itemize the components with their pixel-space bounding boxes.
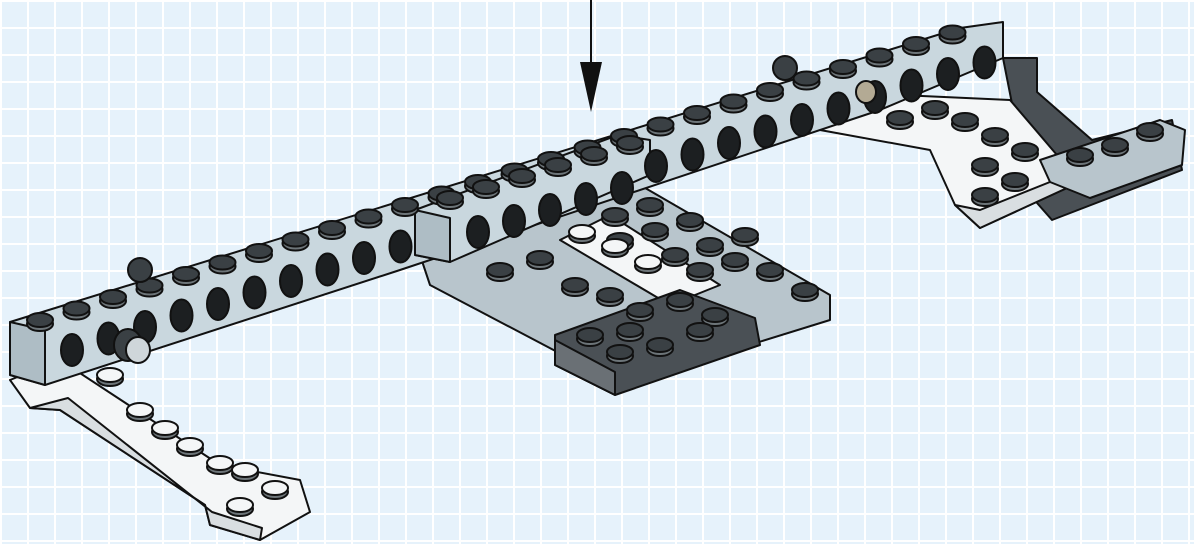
stud-top (662, 248, 688, 262)
stud-top (127, 403, 153, 417)
stud-top (473, 180, 499, 194)
stud-top (1002, 173, 1028, 187)
beam-hole (353, 242, 375, 274)
stud-top (1067, 148, 1093, 162)
stud-top (246, 244, 272, 258)
stud-top (972, 158, 998, 172)
stud-top (97, 368, 123, 382)
stud-top (684, 106, 710, 120)
stud-top (667, 293, 693, 307)
beam-hole (974, 47, 996, 79)
stud-top (319, 221, 345, 235)
stud-top (642, 223, 668, 237)
beam-hole (244, 277, 266, 309)
stud-top (721, 95, 747, 109)
stud-top (64, 302, 90, 316)
axle-pin (856, 81, 876, 103)
stud-top (487, 263, 513, 277)
stud-top (262, 481, 288, 495)
stud-top (982, 128, 1008, 142)
stud-top (794, 72, 820, 86)
stud-top (617, 136, 643, 150)
left-white-plates (10, 360, 310, 540)
beam-hole (611, 172, 633, 204)
stud-top (227, 498, 253, 512)
stud-top (210, 256, 236, 270)
stud-top (757, 83, 783, 97)
beam-hole (503, 205, 525, 237)
beam-hole (645, 150, 667, 182)
stud-top (577, 328, 603, 342)
stud-top (732, 228, 758, 242)
pin-right-top (773, 56, 797, 80)
beam-hole (755, 116, 777, 148)
stud-top (887, 111, 913, 125)
stud-top (677, 213, 703, 227)
stud-top (392, 198, 418, 212)
beam-hole (791, 104, 813, 136)
beam-hole (901, 70, 923, 102)
stud-top (697, 238, 723, 252)
stud-top (207, 456, 233, 470)
beam-hole (207, 288, 229, 320)
beam-hole (280, 265, 302, 297)
stud-top (527, 251, 553, 265)
stud-top (152, 421, 178, 435)
stud-top (647, 338, 673, 352)
stud-top (1102, 138, 1128, 152)
stud-top (283, 233, 309, 247)
beam-hole (575, 183, 597, 215)
stud-top (627, 303, 653, 317)
beam-hole (467, 216, 489, 248)
stud-top (232, 463, 258, 477)
beam-hole (828, 93, 850, 125)
pin-left-top (128, 258, 152, 282)
stud-top (569, 225, 595, 239)
stud-top (509, 169, 535, 183)
stud-top (972, 188, 998, 202)
stud-top (702, 308, 728, 322)
stud-top (757, 263, 783, 277)
stud-top (581, 147, 607, 161)
beam-hole (61, 334, 83, 366)
beam-hole (937, 58, 959, 90)
stud-top (722, 253, 748, 267)
stud-top (792, 283, 818, 297)
stud-top (952, 113, 978, 127)
stud-top (687, 263, 713, 277)
beam-hole (539, 194, 561, 226)
stud-top (637, 198, 663, 212)
stud-top (922, 101, 948, 115)
beam-hole (390, 231, 412, 263)
stud-top (1012, 143, 1038, 157)
beam-hole (682, 139, 704, 171)
stud-top (437, 191, 463, 205)
stud-top (867, 49, 893, 63)
beam-hole (317, 254, 339, 286)
stud-top (545, 158, 571, 172)
callout-arrow (580, 0, 602, 112)
stud-top (597, 288, 623, 302)
stud-top (687, 323, 713, 337)
stud-top (602, 239, 628, 253)
stud-top (177, 438, 203, 452)
stud-top (602, 208, 628, 222)
stud-top (356, 210, 382, 224)
stud-top (940, 26, 966, 40)
stud-top (100, 290, 126, 304)
stud-top (635, 255, 661, 269)
stud-top (173, 267, 199, 281)
beam-hole (718, 127, 740, 159)
stud-top (27, 313, 53, 327)
stud-top (648, 118, 674, 132)
stud-top (562, 278, 588, 292)
stud-top (617, 323, 643, 337)
stud-top (607, 345, 633, 359)
stud-top (1137, 123, 1163, 137)
stud-top (830, 60, 856, 74)
stud-top (903, 37, 929, 51)
beam-hole (171, 300, 193, 332)
